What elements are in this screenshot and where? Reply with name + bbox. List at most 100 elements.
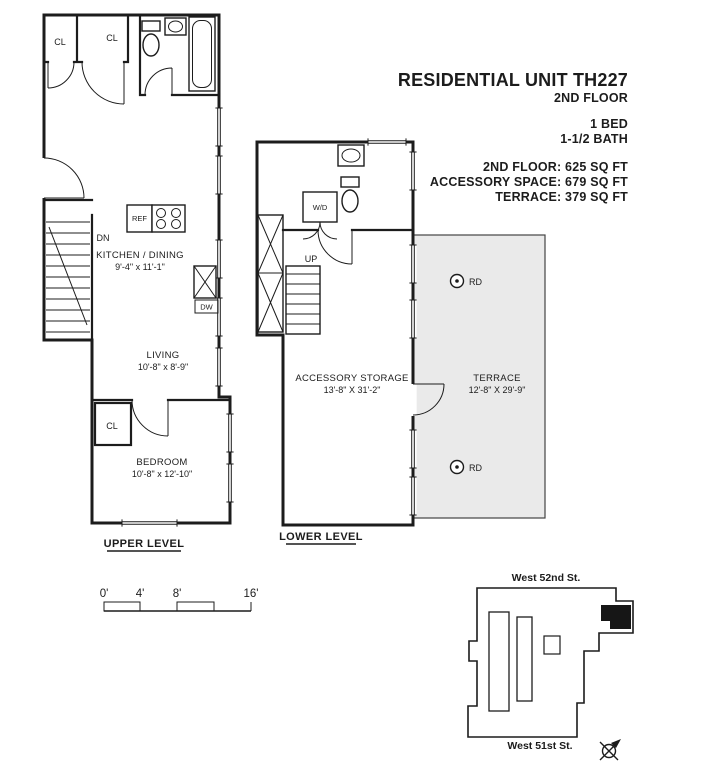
bed-count: 1 BED (590, 117, 628, 131)
area-accessory: ACCESSORY SPACE: 679 SQ FT (430, 175, 628, 189)
washer-dryer-label: W/D (313, 203, 328, 212)
window-icon (214, 297, 224, 337)
toilet-icon (142, 33, 160, 57)
area-terrace: TERRACE: 379 SQ FT (495, 190, 628, 204)
stairs-up-label: UP (305, 254, 318, 264)
burner-icon (171, 219, 181, 229)
living-label: LIVING (147, 350, 180, 361)
bedroom-door-icon (131, 399, 169, 437)
bath-count: 1-1/2 BATH (560, 132, 628, 146)
sink-basin-icon (168, 20, 183, 33)
bedroom-label: BEDROOM (136, 457, 187, 468)
lower-exterior-walls (255, 140, 415, 527)
terrace-door-icon (412, 383, 445, 416)
window-icon (214, 347, 224, 387)
kitchen-label: KITCHEN / DINING (96, 250, 184, 261)
entry-door-gap (40, 158, 48, 198)
living-dims: 10'-8" x 8'-9" (138, 362, 188, 372)
unit-title: RESIDENTIAL UNIT TH227 (398, 70, 628, 90)
closet-door-icon (81, 61, 125, 105)
scale-segment (103, 601, 141, 612)
scale-ticks (139, 602, 252, 611)
refrigerator-icon (126, 204, 153, 233)
storage-dims: 13'-8" X 31'-2" (324, 385, 381, 395)
lower-doors (302, 221, 445, 416)
dishwasher-tag (194, 299, 219, 314)
upper-doors (40, 61, 173, 437)
sink-basin-icon (341, 148, 361, 163)
shaft-hatch (257, 214, 284, 333)
terrace-deck (412, 234, 546, 519)
stairs-down-label: DN (97, 233, 110, 243)
window-icon (408, 429, 418, 469)
scale-segment (176, 601, 215, 612)
window-icon (408, 476, 418, 516)
roof-drain-label: RD (469, 277, 482, 287)
window-icon (408, 299, 418, 339)
dishwasher-cross (193, 265, 217, 299)
lower-fixtures (302, 144, 365, 223)
window-icon (225, 413, 235, 453)
living-closet (93, 401, 133, 447)
burner-icon (156, 219, 166, 229)
window-icon (408, 151, 418, 191)
north-arrow-icon (599, 739, 621, 761)
terrace-area: RD RD TERRACE 12'-8" X 29'-9" (412, 234, 546, 519)
upper-level-plan: CL CL DN REF KITCHEN / DINING 9'-4" x 11… (40, 13, 235, 552)
street-label-bottom: West 51st St. (507, 740, 572, 752)
laundry-doors-icon (302, 221, 338, 240)
stairs-up (285, 265, 321, 335)
sink-icon (337, 144, 365, 167)
lower-level-plan: W/D UP ACCESSORY STORAGE 13'-8" X 31'-2"… (255, 137, 445, 545)
bedroom-dims: 10'-8" x 12'-10" (132, 469, 192, 479)
toilet-tank-icon (340, 176, 360, 188)
upper-interior-walls (42, 13, 232, 402)
upper-fixtures (126, 16, 219, 314)
closet-label: CL (106, 33, 118, 43)
roof-drain-label: RD (469, 463, 482, 473)
courtyard (488, 611, 510, 712)
window-icon (214, 155, 224, 195)
stairs-down (46, 221, 90, 333)
lower-windows (367, 137, 418, 516)
entry-door-icon (43, 157, 85, 199)
bathtub-basin-icon (192, 20, 212, 88)
bath-door-icon (317, 229, 353, 265)
window-icon (121, 518, 178, 528)
scale-bar: 0' 4' 8' 16' (100, 588, 259, 612)
upper-level-title: UPPER LEVEL (104, 538, 185, 550)
roof-drain-dot (455, 279, 459, 283)
window-icon (214, 107, 224, 147)
storage-label: ACCESSORY STORAGE (295, 373, 408, 384)
key-plan: West 52nd St. West 51st St. (467, 572, 634, 761)
scale-tick-label: 0' (100, 588, 109, 600)
kitchen-dims: 9'-4" x 11'-1" (115, 262, 165, 272)
window-icon (408, 244, 418, 284)
scale-tick-label: 16' (244, 588, 259, 600)
toilet-tank-icon (141, 20, 161, 32)
window-icon (367, 137, 407, 147)
area-floor: 2ND FLOOR: 625 SQ FT (483, 160, 628, 174)
terrace-door-gap (409, 384, 417, 416)
fridge-label: REF (132, 214, 147, 223)
closet-label: CL (106, 421, 118, 431)
burner-icon (171, 208, 181, 218)
roof-drain-dot (455, 465, 459, 469)
floor-subtitle: 2ND FLOOR (554, 91, 628, 105)
scale-tick-label: 4' (136, 588, 145, 600)
bath-door-icon (144, 67, 173, 96)
window-icon (225, 463, 235, 503)
terrace-dims: 12'-8" X 29'-9" (469, 385, 526, 395)
title-block: RESIDENTIAL UNIT TH227 2ND FLOOR 1 BED 1… (398, 70, 628, 204)
scale-tick-label: 8' (173, 588, 182, 600)
street-label-top: West 52nd St. (512, 572, 581, 584)
washer-dryer-icon (302, 191, 338, 223)
toilet-icon (341, 189, 359, 213)
core (543, 635, 561, 655)
terrace-label: TERRACE (473, 373, 521, 384)
courtyard (516, 616, 533, 702)
burner-icon (156, 208, 166, 218)
closet-door-icon (47, 61, 75, 89)
